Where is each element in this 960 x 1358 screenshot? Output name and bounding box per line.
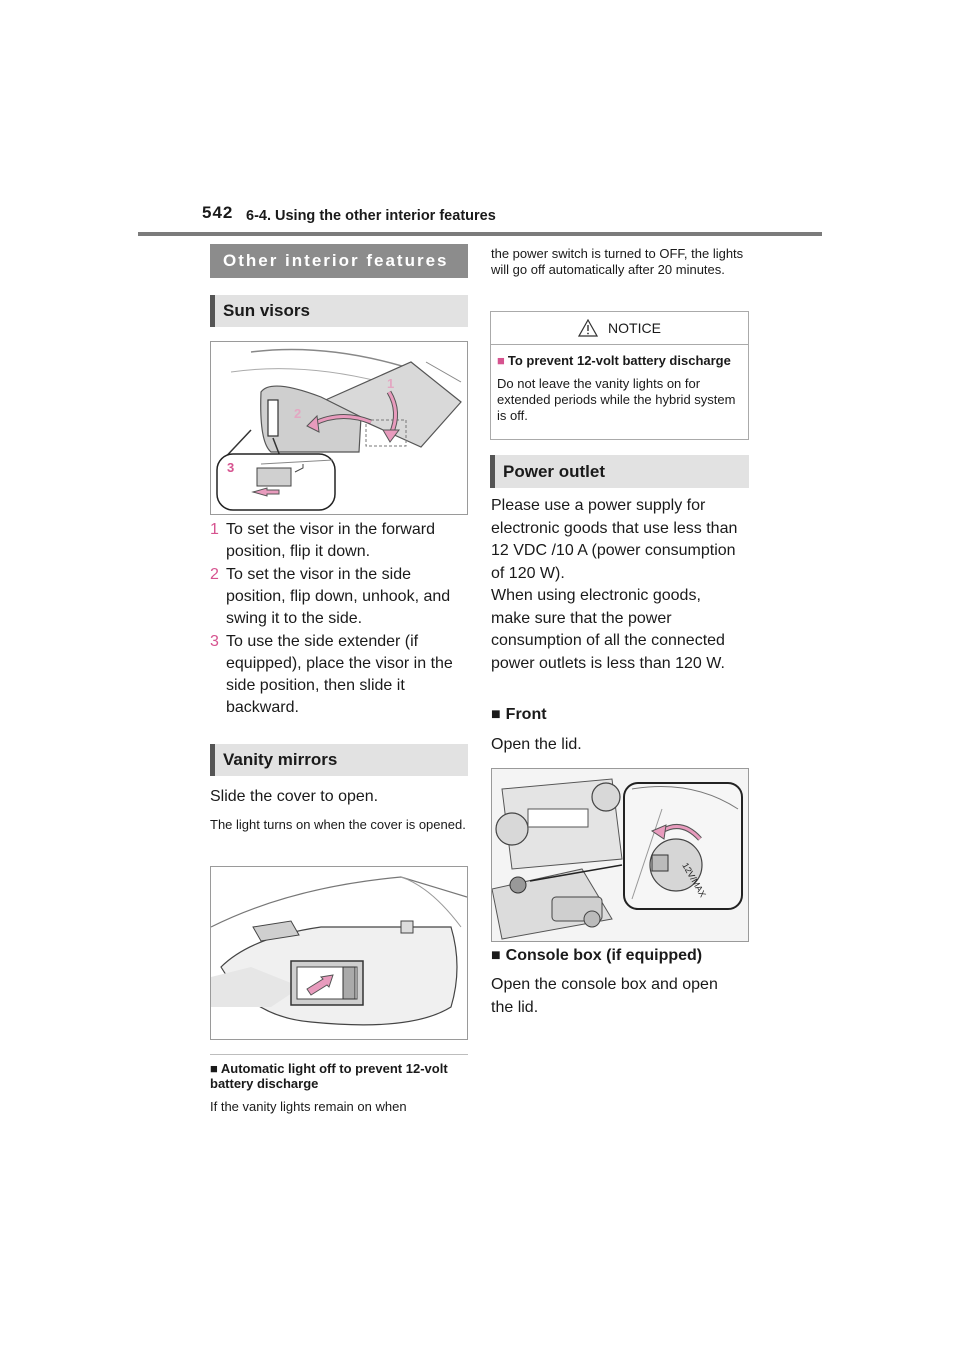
power-outlet-para-1: Please use a power supply for electronic… — [491, 497, 738, 582]
front-heading: ■Front — [491, 706, 547, 723]
step-2: 2 To set the visor in the side position,… — [210, 564, 472, 630]
power-outlet-heading: Power outlet — [490, 455, 749, 488]
step-text: To use the side extender (if equipped), … — [226, 633, 453, 716]
vanity-mirror-illustration — [210, 876, 468, 1026]
square-bullet-icon: ■ — [210, 1061, 218, 1076]
section-title: 6-4. Using the other interior features — [246, 208, 496, 224]
console-box-heading: ■Console box (if equipped) — [491, 947, 703, 964]
notice-text: Do not leave the vanity lights on for ex… — [497, 376, 736, 423]
square-bullet-icon: ■ — [491, 706, 501, 723]
header-rule — [138, 232, 822, 236]
vanity-mirrors-text: Slide the cover to open. — [210, 788, 379, 805]
figure-label-1: 1 — [387, 376, 394, 391]
notice-box: NOTICE ■To prevent 12-volt battery disch… — [490, 311, 749, 440]
square-bullet-icon: ■ — [491, 947, 501, 964]
sun-visors-heading: Sun visors — [210, 295, 468, 327]
auto-light-off-heading: ■Automatic light off to prevent 12-volt … — [210, 1061, 448, 1091]
page-number: 542 — [202, 203, 234, 222]
step-number: 2 — [210, 566, 219, 583]
power-outlet-illustration: 12V/MAX — [491, 769, 748, 941]
sun-visor-steps: 1 To set the visor in the forward positi… — [210, 519, 472, 720]
step-text: To set the visor in the side position, f… — [226, 566, 451, 627]
front-text: Open the lid. — [491, 736, 582, 753]
notice-heading: ■To prevent 12-volt battery discharge — [497, 353, 731, 368]
notice-header: NOTICE — [491, 312, 748, 345]
step-text: To set the visor in the forward position… — [226, 521, 435, 560]
step-number: 1 — [210, 521, 219, 538]
step-1: 1 To set the visor in the forward positi… — [210, 519, 472, 563]
auto-light-off-text-right: the power switch is turned to OFF, the l… — [491, 246, 744, 277]
vanity-mirrors-note: The light turns on when the cover is ope… — [210, 817, 466, 832]
power-outlet-para-2: When using electronic goods, make sure t… — [491, 587, 725, 672]
power-outlet-figure: 12V/MAX — [491, 768, 749, 942]
step-3: 3 To use the side extender (if equipped)… — [210, 631, 472, 719]
auto-light-off-text-left: If the vanity lights remain on when — [210, 1099, 407, 1114]
square-bullet-icon: ■ — [497, 353, 505, 368]
figure-label-3: 3 — [227, 460, 234, 475]
warning-icon — [578, 319, 599, 337]
vanity-mirror-figure — [210, 866, 468, 1040]
step-number: 3 — [210, 633, 219, 650]
note-divider — [210, 1054, 468, 1055]
sun-visor-figure: 1 2 3 — [210, 341, 468, 515]
console-box-text: Open the console box and open the lid. — [491, 976, 718, 1016]
chapter-banner: Other interior features — [210, 244, 468, 278]
figure-label-2: 2 — [294, 406, 301, 421]
sun-visor-illustration: 1 2 3 — [216, 348, 462, 511]
notice-title: NOTICE — [608, 320, 661, 336]
vanity-mirrors-heading: Vanity mirrors — [210, 744, 468, 776]
